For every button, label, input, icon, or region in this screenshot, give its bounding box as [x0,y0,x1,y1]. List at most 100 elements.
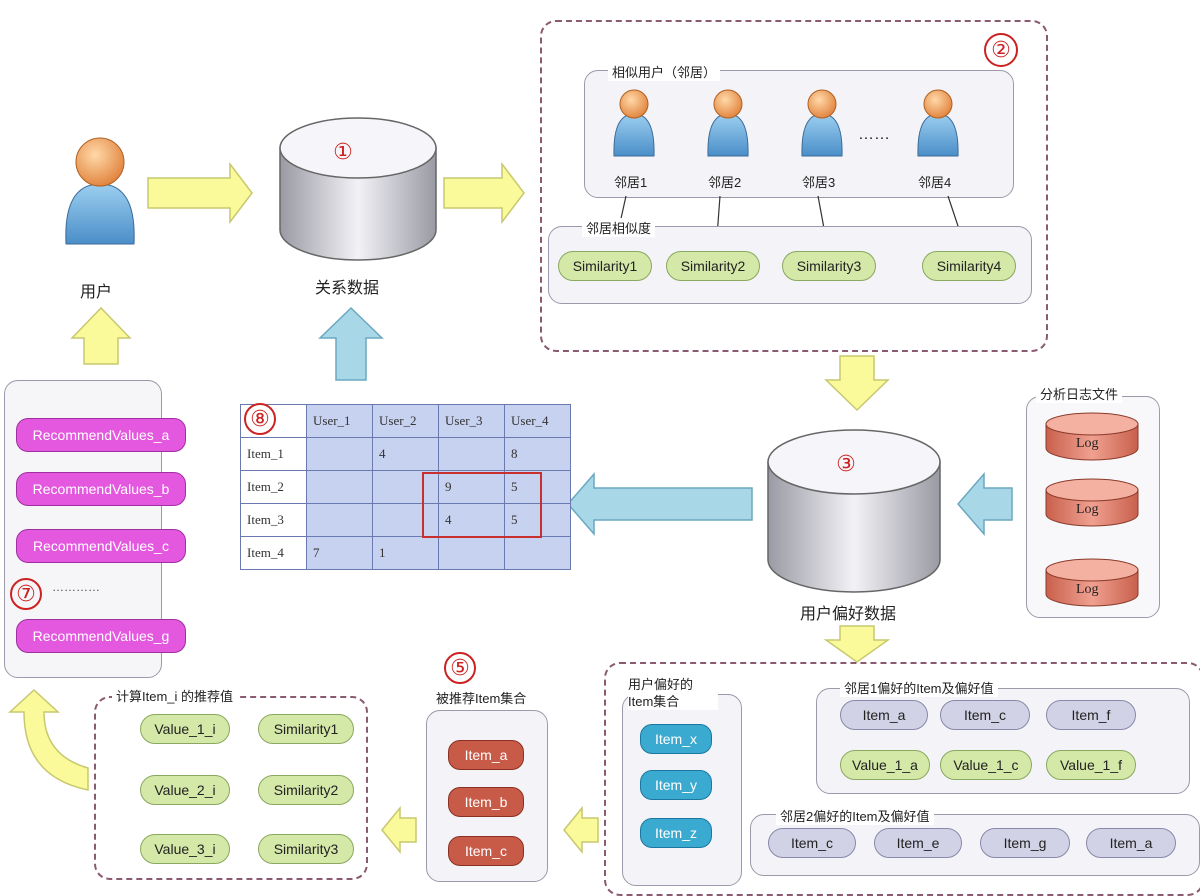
marker-3: ③ [836,451,856,476]
matrix-cell: 4 [372,437,439,471]
matrix-col-header: User_4 [504,404,571,438]
matrix-col-header: User_2 [372,404,439,438]
neighbor-icon-4 [917,89,959,157]
neighbors-region [540,20,1048,352]
compute-sim-1: Similarity1 [258,714,354,744]
similarity-pill-2: Similarity2 [666,251,760,281]
log-label-1: Log [1076,436,1099,451]
neighbors-title: 相似用户（邻居） [608,62,721,81]
matrix-cell: 9 [438,470,505,504]
log-cylinders [1045,412,1139,607]
matrix-cell: 7 [306,536,373,570]
user-label: 用户 [80,284,113,301]
neighbor2-item-c: Item_c [768,828,856,858]
log-label-3: Log [1076,582,1099,597]
compute-sim-2: Similarity2 [258,775,354,805]
matrix-row-header: Item_3 [240,503,307,537]
recommended-item-a: Item_a [448,740,524,770]
matrix-cell [372,470,439,504]
similarity-pill-3: Similarity3 [782,251,876,281]
recommend-dots: ………… [52,580,100,594]
user-pref-title: 用户偏好的Item集合 [628,676,718,710]
recommend-pill-a: RecommendValues_a [16,418,186,452]
matrix-cell: 5 [504,503,571,537]
arrow-set-to-compute [381,805,417,855]
neighbor-icon-1 [613,89,655,157]
user-pref-item-y: Item_y [640,770,712,800]
recommended-set-title: 被推荐Item集合 [436,690,532,707]
neighbor1-item-f: Item_f [1046,700,1136,730]
relation-database-icon [279,117,437,261]
matrix-cell: 4 [438,503,505,537]
arrow-logs-to-pref [957,471,1013,537]
matrix-col-header: User_1 [306,404,373,438]
neighbor-label-1: 邻居1 [614,175,648,190]
neighbor-icons [609,89,971,256]
compute-value-1: Value_1_i [140,714,230,744]
compute-value-2: Value_2_i [140,775,230,805]
arrow-matrix-to-relation [318,306,384,381]
recommended-item-c: Item_c [448,836,524,866]
matrix-col-header: User_3 [438,404,505,438]
log-icon-3 [1045,558,1139,607]
matrix-row-header: Item_4 [240,536,307,570]
neighbors-dots: …… [858,126,890,143]
recommend-pill-c: RecommendValues_c [16,529,186,563]
matrix-cell [438,536,505,570]
neighbor1-value-a: Value_1_a [840,750,930,780]
neighbor-label-2: 邻居2 [708,175,742,190]
neighbor-label-3: 邻居3 [802,175,836,190]
log-icon-2 [1045,478,1139,527]
matrix-cell: 8 [504,437,571,471]
matrix-cell [504,536,571,570]
neighbor2-item-a: Item_a [1086,828,1176,858]
similarity-pill-4: Similarity4 [922,251,1016,281]
matrix-cell [306,470,373,504]
neighbor1-item-a: Item_a [840,700,928,730]
compute-title: 计算Item_i 的推荐值 [112,686,238,705]
arrow-compute-to-recommend [8,688,89,791]
arrow-neighbors-to-pref [824,355,890,412]
recommend-pill-g: RecommendValues_g [16,619,186,653]
log-label-2: Log [1076,502,1099,517]
preference-matrix: User_1 User_2 User_3 User_4 Item_1 4 8 I… [240,404,571,570]
marker-2: ② [984,33,1018,67]
preference-database-icon [767,429,941,593]
user-pref-item-z: Item_z [640,818,712,848]
matrix-cell [306,503,373,537]
neighbor2-item-g: Item_g [980,828,1070,858]
relation-data-label: 关系数据 [315,280,380,297]
user-icon [65,137,135,245]
matrix-row-header: Item_2 [240,470,307,504]
neighbor-icon-2 [707,89,749,157]
user-pref-item-x: Item_x [640,724,712,754]
compute-sim-3: Similarity3 [258,834,354,864]
neighbor1-item-c: Item_c [940,700,1030,730]
neighbor1-value-f: Value_1_f [1046,750,1136,780]
matrix-cell [372,503,439,537]
arrow-items-to-set [563,805,599,855]
marker-7: ⑦ [10,578,42,610]
similarity-title: 邻居相似度 [582,218,656,237]
neighbor-icon-3 [801,89,843,157]
marker-8: ⑧ [244,403,276,435]
preference-data-label: 用户偏好数据 [800,606,897,623]
neighbor1-value-c: Value_1_c [940,750,1032,780]
neighbor-label-4: 邻居4 [918,175,952,190]
matrix-cell [438,437,505,471]
log-icon-1 [1045,412,1139,461]
similarity-pill-1: Similarity1 [558,251,652,281]
marker-5: ⑤ [444,652,476,684]
matrix-cell: 5 [504,470,571,504]
recommend-pill-b: RecommendValues_b [16,472,186,506]
matrix-cell [306,437,373,471]
arrow-recommend-to-user [70,306,132,365]
arrow-pref-to-matrix [567,471,753,537]
neighbor2-item-e: Item_e [874,828,962,858]
log-panel-title: 分析日志文件 [1036,384,1123,403]
recommended-item-b: Item_b [448,787,524,817]
matrix-row-header: Item_1 [240,437,307,471]
compute-value-3: Value_3_i [140,834,230,864]
neighbor2-pref-title: 邻居2偏好的Item及偏好值 [776,806,934,825]
matrix-cell: 1 [372,536,439,570]
